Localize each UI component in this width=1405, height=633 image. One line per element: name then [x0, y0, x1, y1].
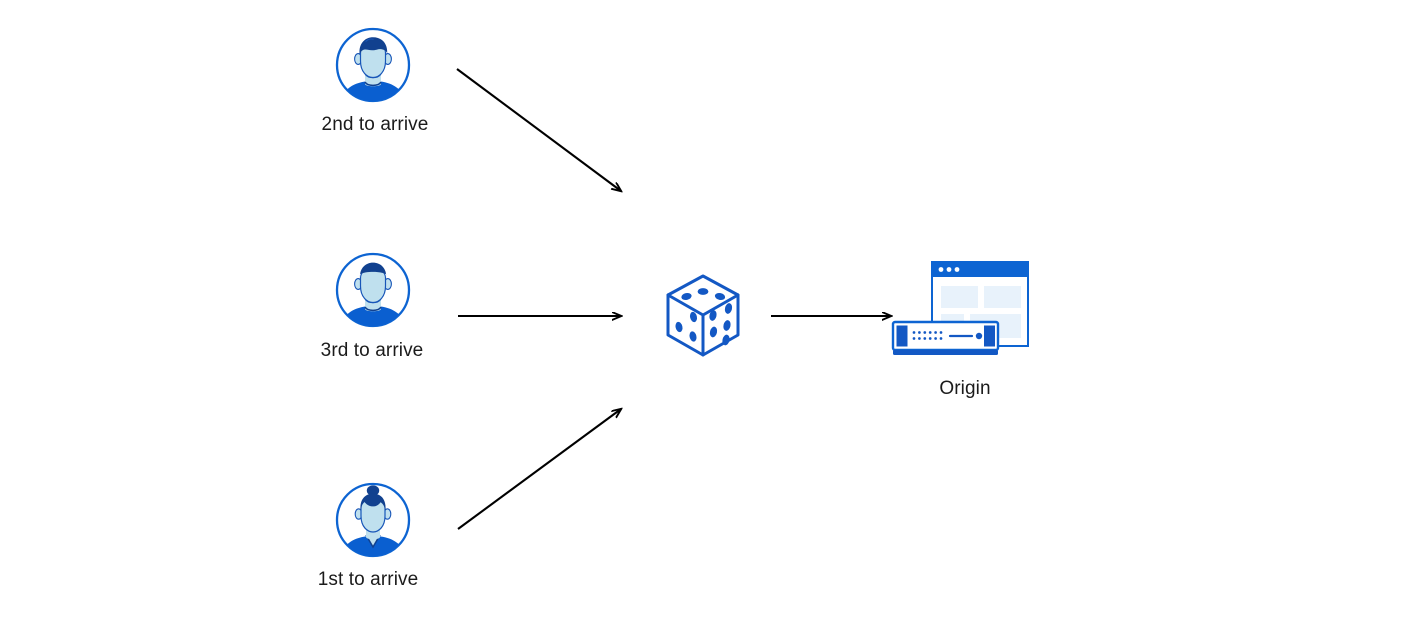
user-avatar-icon	[335, 482, 411, 558]
avatar-client-1st	[334, 481, 412, 559]
origin-server-icon	[891, 261, 1029, 355]
dice-randomizer	[658, 270, 748, 360]
arrow-client1-to-dice	[457, 409, 621, 530]
avatar-label-client-1st: 1st to arrive	[317, 569, 419, 590]
dice-left-pips	[675, 311, 698, 342]
router-icon	[891, 320, 1000, 355]
avatar-client-2nd	[334, 26, 412, 104]
user-avatar-icon	[335, 27, 411, 103]
avatar-client-3rd	[334, 251, 412, 329]
user-avatar-icon	[335, 252, 411, 328]
dice-icon	[666, 274, 740, 357]
origin-server	[890, 256, 1030, 366]
avatar-label-client-2nd: 2nd to arrive	[321, 114, 429, 135]
avatar-label-client-3rd: 3rd to arrive	[320, 340, 424, 361]
origin-label: Origin	[939, 378, 991, 399]
dice-right-pips	[709, 303, 733, 346]
router-led-grid	[912, 331, 943, 340]
dice-top-pips	[681, 288, 726, 300]
